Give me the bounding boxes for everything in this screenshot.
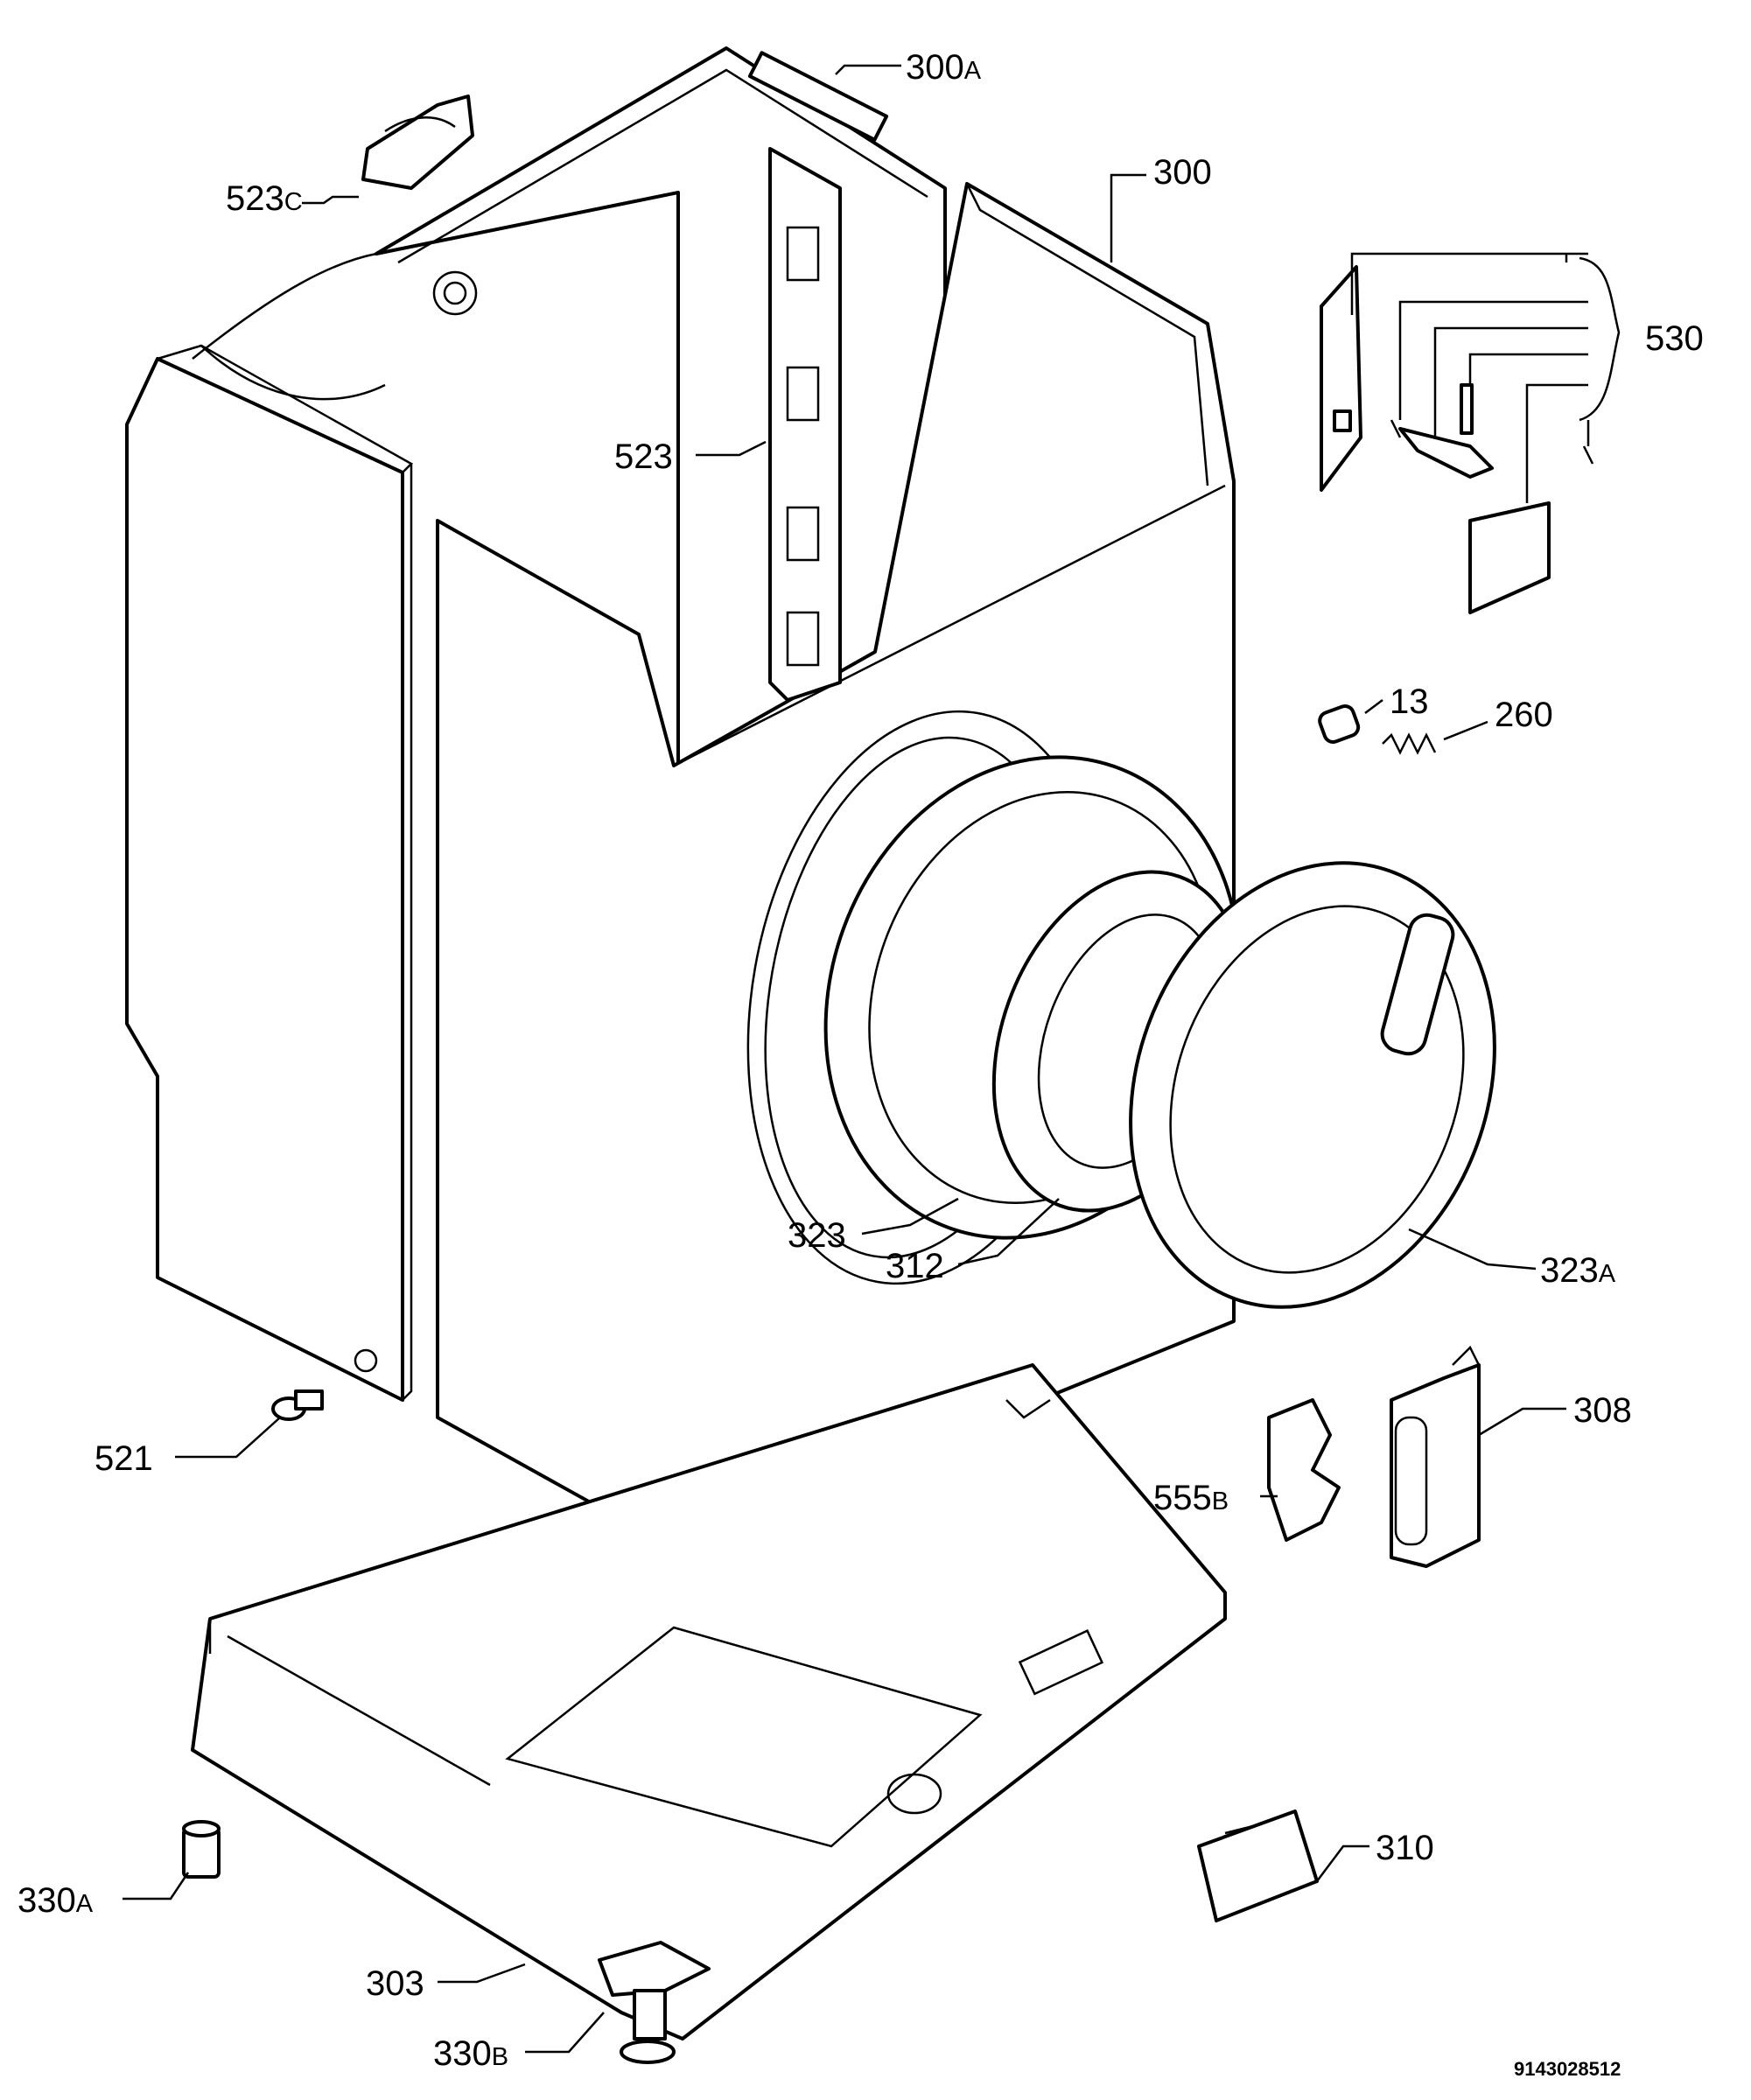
- part-260-spring: [1382, 732, 1437, 755]
- label-555b: 555B: [1153, 1479, 1229, 1517]
- part-303-base: [191, 1363, 1227, 2040]
- label-330a: 330A: [18, 1881, 94, 1920]
- part-323a-door: [1129, 861, 1496, 1309]
- part-530-lock-assembly: [1320, 254, 1621, 614]
- label-13: 13: [1390, 682, 1429, 721]
- part-521-screw: [271, 1390, 324, 1421]
- label-300a: 300A: [906, 48, 982, 87]
- part-330b-foot: [598, 1941, 711, 2064]
- label-312: 312: [886, 1247, 944, 1285]
- part-523-strip: [768, 147, 842, 702]
- drawing-code: 9143028512: [1514, 2058, 1621, 2080]
- label-308: 308: [1573, 1391, 1632, 1430]
- label-530: 530: [1645, 319, 1704, 358]
- left-side-panel: [125, 344, 414, 1402]
- label-260: 260: [1495, 696, 1553, 734]
- label-523: 523: [614, 438, 673, 476]
- part-555b-plate: [1267, 1398, 1341, 1542]
- label-303: 303: [366, 1964, 424, 2003]
- label-323a: 323A: [1540, 1251, 1616, 1290]
- label-521: 521: [95, 1439, 153, 1478]
- label-310: 310: [1376, 1829, 1434, 1867]
- part-330a-foot: [182, 1820, 221, 1879]
- leader-lines: [123, 64, 1590, 2054]
- part-308-hinge: [1390, 1345, 1481, 1568]
- label-330b: 330B: [433, 2034, 508, 2073]
- part-523c-clip: [361, 94, 474, 190]
- label-323: 323: [788, 1216, 846, 1255]
- label-523c: 523C: [226, 179, 303, 218]
- label-300: 300: [1153, 153, 1212, 192]
- part-13-cap: [1318, 704, 1361, 744]
- part-310-cover: [1197, 1810, 1319, 1922]
